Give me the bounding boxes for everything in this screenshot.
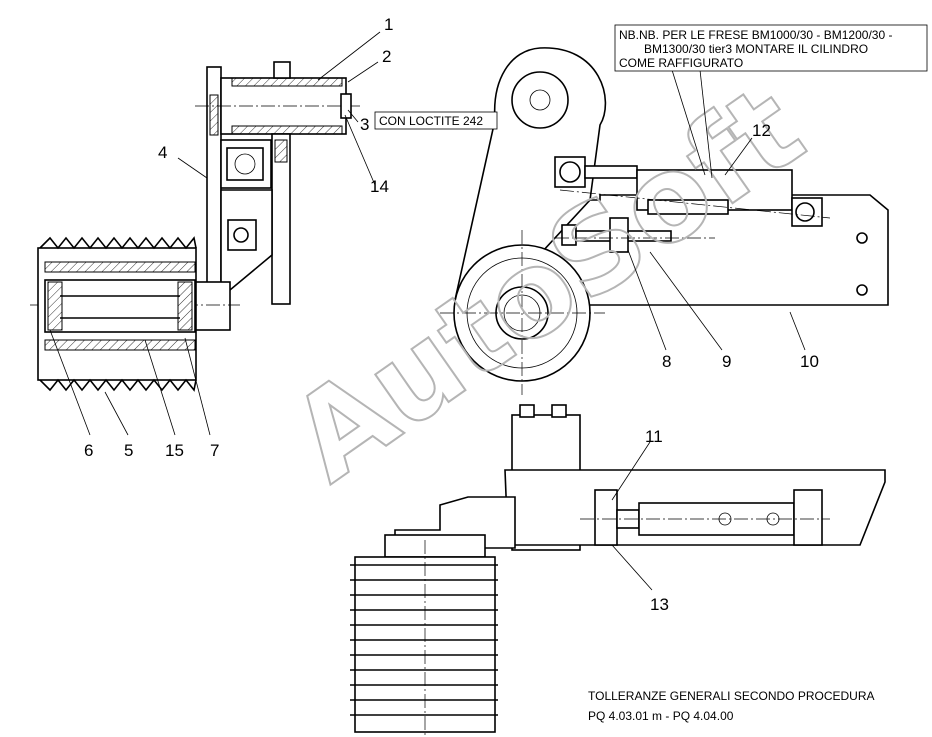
callout-5: 5 <box>124 441 133 460</box>
callout-11: 11 <box>645 427 663 446</box>
callout-14: 14 <box>370 177 389 196</box>
callout-10: 10 <box>800 352 819 371</box>
callout-8: 8 <box>662 352 671 371</box>
callout-9: 9 <box>722 352 731 371</box>
tolerance-line-2: PQ 4.03.01 m - PQ 4.04.00 <box>588 709 734 723</box>
pulley-grooves <box>350 564 498 716</box>
callout-6: 6 <box>84 441 93 460</box>
nb-line-3: COME RAFFIGURATO <box>619 56 743 70</box>
callout-2: 2 <box>382 47 391 66</box>
nb-line-1: NB.NB. PER LE FRESE BM1000/30 - BM1200/3… <box>619 28 892 42</box>
callout-13: 13 <box>650 595 669 614</box>
nb-line-2: BM1300/30 tier3 MONTARE IL CILINDRO <box>644 42 868 56</box>
callout-numbers: 1 2 3 4 5 6 7 8 9 10 11 12 13 14 15 <box>84 15 819 614</box>
tolerance-line-1: TOLLERANZE GENERALI SECONDO PROCEDURA <box>588 689 875 703</box>
callout-15: 15 <box>165 441 184 460</box>
side-view <box>440 47 889 395</box>
nb-note: NB.NB. PER LE FRESE BM1000/30 - BM1200/3… <box>614 24 928 72</box>
callout-4: 4 <box>158 143 167 162</box>
callout-12: 12 <box>752 121 771 140</box>
callout-7: 7 <box>210 441 219 460</box>
top-view <box>350 404 886 737</box>
callout-3: 3 <box>360 115 369 134</box>
tolerance-note: TOLLERANZE GENERALI SECONDO PROCEDURA PQ… <box>588 689 875 723</box>
callout-1: 1 <box>384 15 393 34</box>
leader-lines <box>49 31 806 591</box>
loctite-note: CON LOCTITE 242 <box>374 111 498 130</box>
loctite-text: CON LOCTITE 242 <box>379 114 483 128</box>
left-section-view <box>30 61 360 392</box>
